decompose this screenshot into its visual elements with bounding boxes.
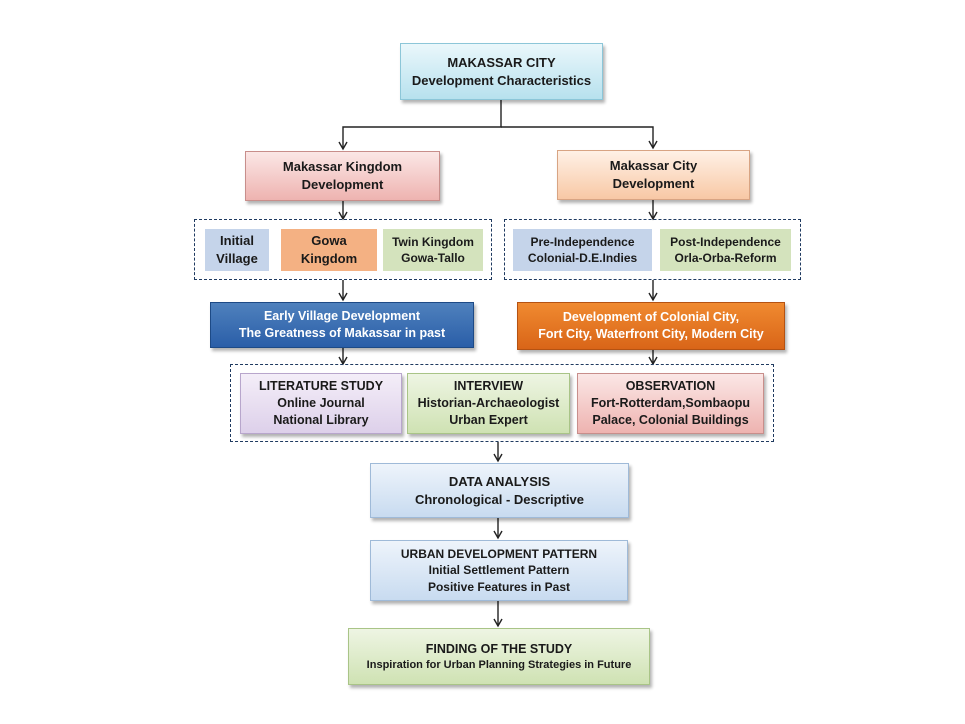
method-line-3: National Library: [273, 412, 369, 427]
city-line-1: Makassar City: [609, 158, 698, 174]
twin-kingdom-box: Twin Kingdom Gowa-Tallo: [383, 229, 483, 271]
phase-line-1: Pre-Independence: [530, 234, 635, 249]
kingdom-phases-group: [194, 219, 492, 280]
method-line-2: Online Journal: [277, 396, 365, 411]
city-development-box: Makassar City Development: [557, 150, 750, 200]
phase-line-2: Colonial-D.E.Indies: [527, 251, 638, 265]
method-line-3: Urban Expert: [449, 412, 528, 427]
kingdom-line-2: Development: [301, 177, 384, 192]
phase-line-1: Post-Independence: [670, 234, 781, 249]
urban-line-1: URBAN DEVELOPMENT PATTERN: [400, 547, 598, 562]
method-line-2: Fort-Rotterdam,Sombaopu: [590, 396, 751, 411]
interview-box: INTERVIEW Historian-Archaeologist Urban …: [407, 373, 570, 434]
initial-village-box: Initial Village: [205, 229, 269, 271]
observation-box: OBSERVATION Fort-Rotterdam,Sombaopu Pala…: [577, 373, 764, 434]
method-line-2: Historian-Archaeologist: [417, 396, 560, 411]
title-line-2: Development Characteristics: [411, 72, 592, 88]
data-analysis-box: DATA ANALYSIS Chronological - Descriptiv…: [370, 463, 629, 518]
finding-line-2: Inspiration for Urban Planning Strategie…: [366, 658, 632, 671]
kingdom-development-box: Makassar Kingdom Development: [245, 151, 440, 201]
kingdom-line-1: Makassar Kingdom: [282, 159, 403, 175]
early-village-development-box: Early Village Development The Greatness …: [210, 302, 474, 348]
early-line-1: Early Village Development: [263, 309, 421, 324]
finding-line-1: FINDING OF THE STUDY: [425, 641, 573, 656]
arrow-top-to-city: [501, 126, 658, 150]
method-heading: INTERVIEW: [453, 379, 524, 394]
colonial-line-2: Fort City, Waterfront City, Modern City: [538, 327, 764, 341]
urban-development-pattern-box: URBAN DEVELOPMENT PATTERN Initial Settle…: [370, 540, 628, 601]
phase-line-2: Orla-Orba-Reform: [674, 251, 777, 265]
city-phases-group: [504, 219, 801, 280]
phase-line-1: Gowa: [311, 233, 347, 249]
gowa-kingdom-box: Gowa Kingdom: [281, 229, 377, 271]
pre-independence-box: Pre-Independence Colonial-D.E.Indies: [513, 229, 652, 271]
colonial-city-development-box: Development of Colonial City, Fort City,…: [517, 302, 785, 350]
colonial-line-1: Development of Colonial City,: [562, 310, 740, 325]
urban-line-2: Initial Settlement Pattern: [428, 563, 570, 578]
urban-line-3: Positive Features in Past: [427, 579, 571, 594]
method-heading: LITERATURE STUDY: [258, 379, 384, 394]
methods-group: [230, 364, 774, 442]
city-line-2: Development: [612, 176, 695, 191]
makassar-city-title-box: MAKASSAR CITY Development Characteristic…: [400, 43, 603, 100]
phase-line-1: Initial: [220, 233, 254, 249]
post-independence-box: Post-Independence Orla-Orba-Reform: [660, 229, 791, 271]
phase-line-2: Kingdom: [300, 251, 358, 266]
title-line-1: MAKASSAR CITY: [447, 54, 556, 70]
arrow-top-to-kingdom: [338, 100, 502, 151]
analysis-line-2: Chronological - Descriptive: [414, 491, 585, 507]
analysis-line-1: DATA ANALYSIS: [448, 473, 551, 489]
method-line-3: Palace, Colonial Buildings: [592, 412, 749, 427]
method-heading: OBSERVATION: [625, 379, 716, 394]
phase-line-2: Gowa-Tallo: [401, 251, 465, 265]
phase-line-1: Twin Kingdom: [392, 234, 474, 249]
early-line-2: The Greatness of Makassar in past: [238, 326, 446, 340]
finding-of-study-box: FINDING OF THE STUDY Inspiration for Urb…: [348, 628, 650, 685]
phase-line-2: Village: [216, 251, 258, 266]
literature-study-box: LITERATURE STUDY Online Journal National…: [240, 373, 402, 434]
